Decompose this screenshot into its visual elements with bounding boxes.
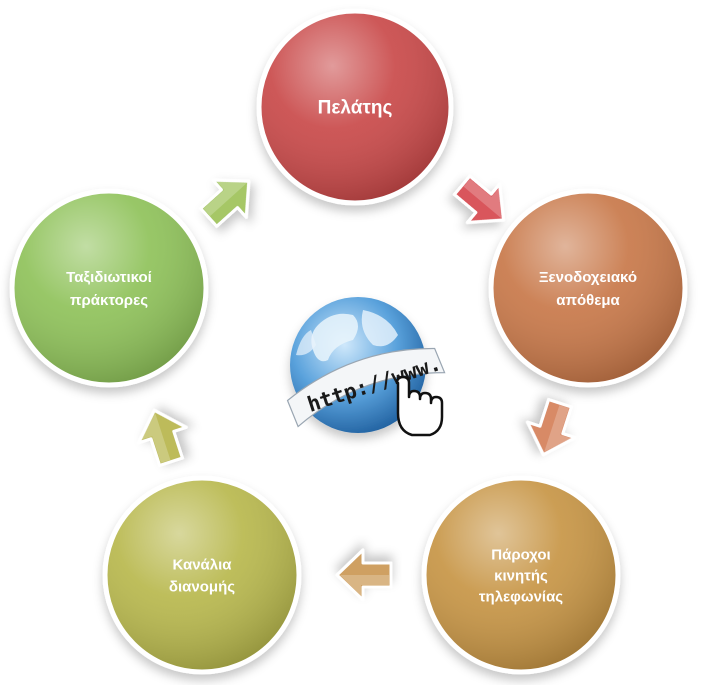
globe-icon: http://www. bbox=[286, 297, 446, 437]
node-label-line: Πάροχοι bbox=[491, 546, 550, 563]
node-shine bbox=[261, 13, 449, 201]
arrow-shape bbox=[452, 174, 505, 224]
node-label-line: Κανάλια bbox=[172, 556, 232, 573]
arrow-pelatis-to-xenodoxeiako bbox=[452, 174, 505, 224]
arrow-shape bbox=[137, 408, 188, 467]
node-label-line: Ξενοδοχειακό bbox=[539, 269, 637, 286]
arrow-highlight bbox=[463, 178, 502, 219]
arrow-kanalia-to-taxidiotikoi bbox=[137, 408, 188, 467]
arrow-shape bbox=[526, 398, 577, 457]
arrow-shape bbox=[199, 178, 251, 228]
node-paroxoi: Πάροχοι κινητής τηλεφωνίας bbox=[421, 475, 621, 675]
node-kanalia: Κανάλια διανομής bbox=[102, 475, 302, 675]
node-label-line: Ταξιδιωτικοί bbox=[66, 269, 152, 286]
arrow-paroxoi-to-kanalia bbox=[335, 548, 393, 602]
node-label-line: πράκτορες bbox=[70, 292, 148, 309]
arrow-highlight bbox=[203, 181, 247, 217]
arrow-highlight bbox=[544, 405, 571, 452]
node-label-line: κινητής bbox=[494, 567, 548, 584]
node-label-line: τηλεφωνίας bbox=[479, 588, 563, 605]
node-shine bbox=[426, 480, 616, 670]
arrow-xenodoxeiako-to-paroxoi bbox=[526, 398, 577, 457]
node-shine bbox=[107, 480, 297, 670]
arrow-taxidiotikoi-to-pelatis bbox=[199, 178, 251, 228]
node-label-line: Πελάτης bbox=[318, 98, 393, 119]
node-xenodoxeiako: Ξενοδοχειακό απόθεμα bbox=[488, 188, 688, 388]
node-label-line: απόθεμα bbox=[556, 292, 620, 309]
node-taxidiotikoi: Ταξιδιωτικοί πράκτορες bbox=[9, 188, 209, 388]
node-pelatis: Πελάτης bbox=[256, 8, 454, 206]
arrow-highlight bbox=[141, 413, 171, 463]
hand-cursor-icon bbox=[395, 375, 444, 437]
arrow-highlight bbox=[340, 575, 389, 596]
arrows-layer bbox=[137, 174, 577, 602]
arrow-shape bbox=[335, 548, 393, 602]
node-shine bbox=[493, 193, 683, 383]
node-label-line: διανομής bbox=[169, 578, 235, 595]
node-shine bbox=[14, 193, 204, 383]
